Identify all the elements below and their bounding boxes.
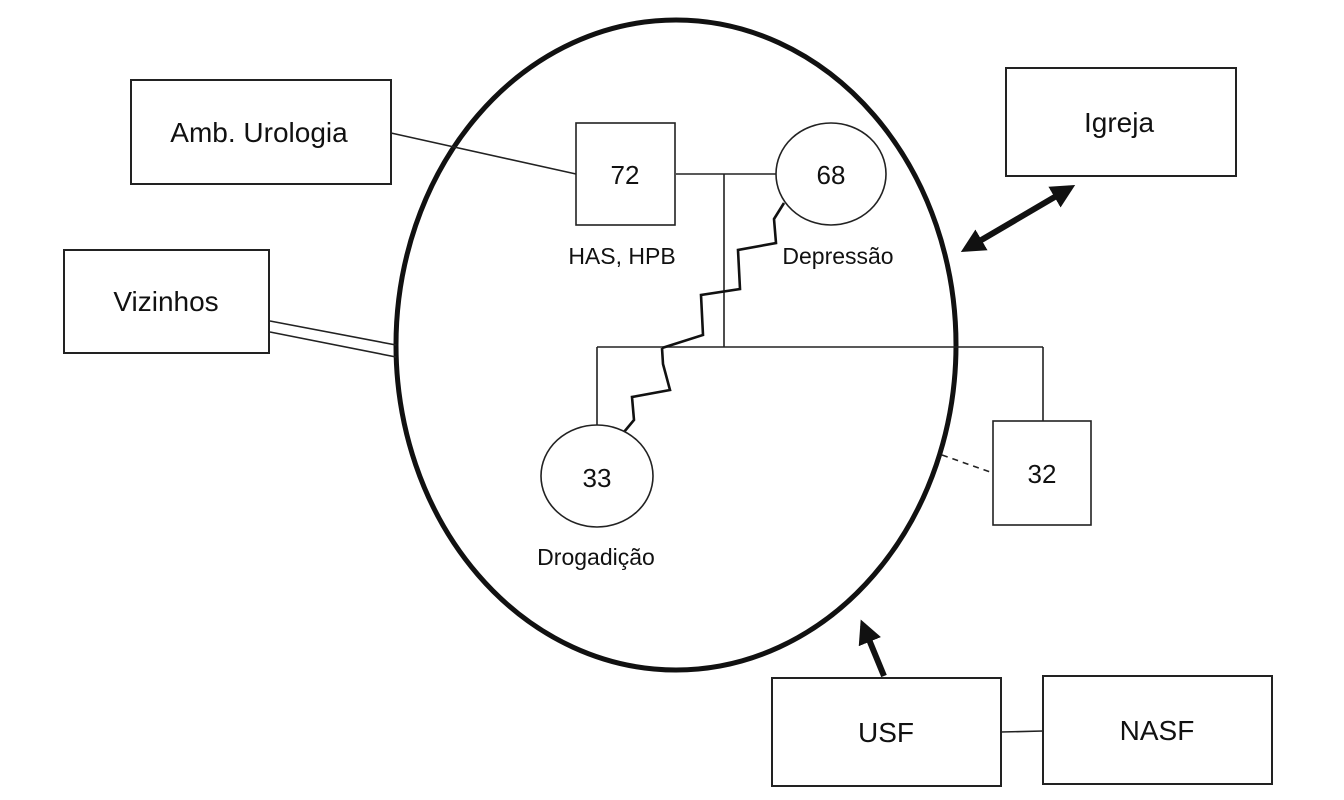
usf-label: USF <box>858 717 914 748</box>
daughter-circle <box>540 424 654 528</box>
daughter-age: 33 <box>583 463 612 493</box>
urology-box <box>130 79 392 185</box>
household-circle <box>393 17 959 673</box>
mother-conditions: Depressão <box>782 243 893 269</box>
urology-label: Amb. Urologia <box>170 117 348 148</box>
church-label: Igreja <box>1084 107 1154 138</box>
church-box <box>1005 67 1237 177</box>
nasf-label: NASF <box>1120 715 1195 746</box>
father-conditions: HAS, HPB <box>568 243 675 269</box>
father-square <box>575 122 676 226</box>
daughter-conditions: Drogadição <box>537 544 655 570</box>
son-age: 32 <box>1028 459 1057 489</box>
conflict-sibship-daughter <box>623 347 672 433</box>
church-arrow <box>960 184 1076 253</box>
father-age: 72 <box>611 160 640 190</box>
son-weak-link <box>941 454 994 474</box>
neighbors-label: Vizinhos <box>113 286 218 317</box>
neighbors-box <box>63 249 270 354</box>
conflict-mother-sibship <box>661 202 786 350</box>
mother-age: 68 <box>817 160 846 190</box>
usf-arrow <box>858 619 887 678</box>
urology-link <box>390 132 577 175</box>
neighbors-link-a <box>269 320 397 346</box>
neighbors-link-b <box>269 331 397 358</box>
nasf-box <box>1042 675 1273 785</box>
mother-circle <box>775 122 887 226</box>
usf-nasf-link <box>1000 730 1044 733</box>
son-square <box>992 420 1092 526</box>
usf-box <box>771 677 1002 787</box>
